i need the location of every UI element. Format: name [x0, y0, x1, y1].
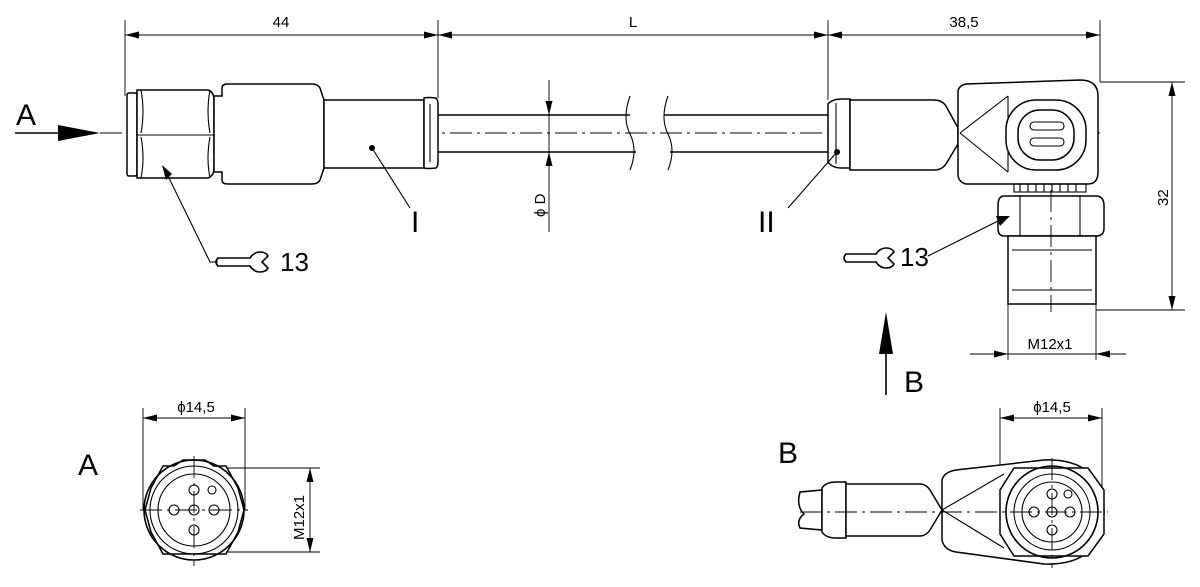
wrench-icon — [843, 247, 895, 269]
cable: ϕ D — [438, 80, 828, 232]
view-a: A ϕ14,5 M12x1 — [78, 399, 320, 566]
view-b: B ϕ14,5 — [778, 399, 1108, 568]
view-b-arrow: B — [879, 312, 924, 399]
diameter-b-label: ϕ14,5 — [1033, 399, 1071, 416]
left-connector: I 13 — [126, 83, 439, 277]
view-a-title: A — [78, 449, 98, 482]
wrench-icon — [215, 251, 269, 273]
wrench-right-label: 13 — [900, 242, 929, 272]
view-a-arrow: A — [15, 99, 100, 141]
thread-a-label: M12x1 — [291, 495, 308, 540]
marker-ii-label: II — [758, 206, 775, 239]
view-a-arrow-label: A — [16, 99, 36, 132]
dimension-l: L — [438, 14, 829, 100]
right-connector: II 13 — [758, 79, 1105, 312]
arrow-icon — [879, 312, 893, 354]
dim-44-label: 44 — [273, 14, 290, 31]
dimension-thread-right: M12x1 — [970, 304, 1126, 360]
cable-diameter-label: ϕ D — [532, 193, 549, 217]
dimension-38-5: 38,5 — [828, 14, 1101, 82]
view-b-arrow-label: B — [904, 366, 924, 399]
wrench-left-label: 13 — [280, 247, 309, 277]
dimension-32: 32 — [1096, 81, 1185, 311]
dim-38-5-label: 38,5 — [949, 14, 978, 31]
marker-i-label: I — [411, 206, 419, 239]
arrow-icon — [58, 125, 100, 141]
thread-right-label: M12x1 — [1027, 336, 1072, 353]
dim-l-label: L — [629, 14, 637, 31]
dimension-44: 44 — [124, 14, 439, 98]
view-b-title: B — [778, 437, 798, 470]
dim-32-label: 32 — [1155, 189, 1172, 206]
diameter-a-label: ϕ14,5 — [177, 399, 215, 416]
